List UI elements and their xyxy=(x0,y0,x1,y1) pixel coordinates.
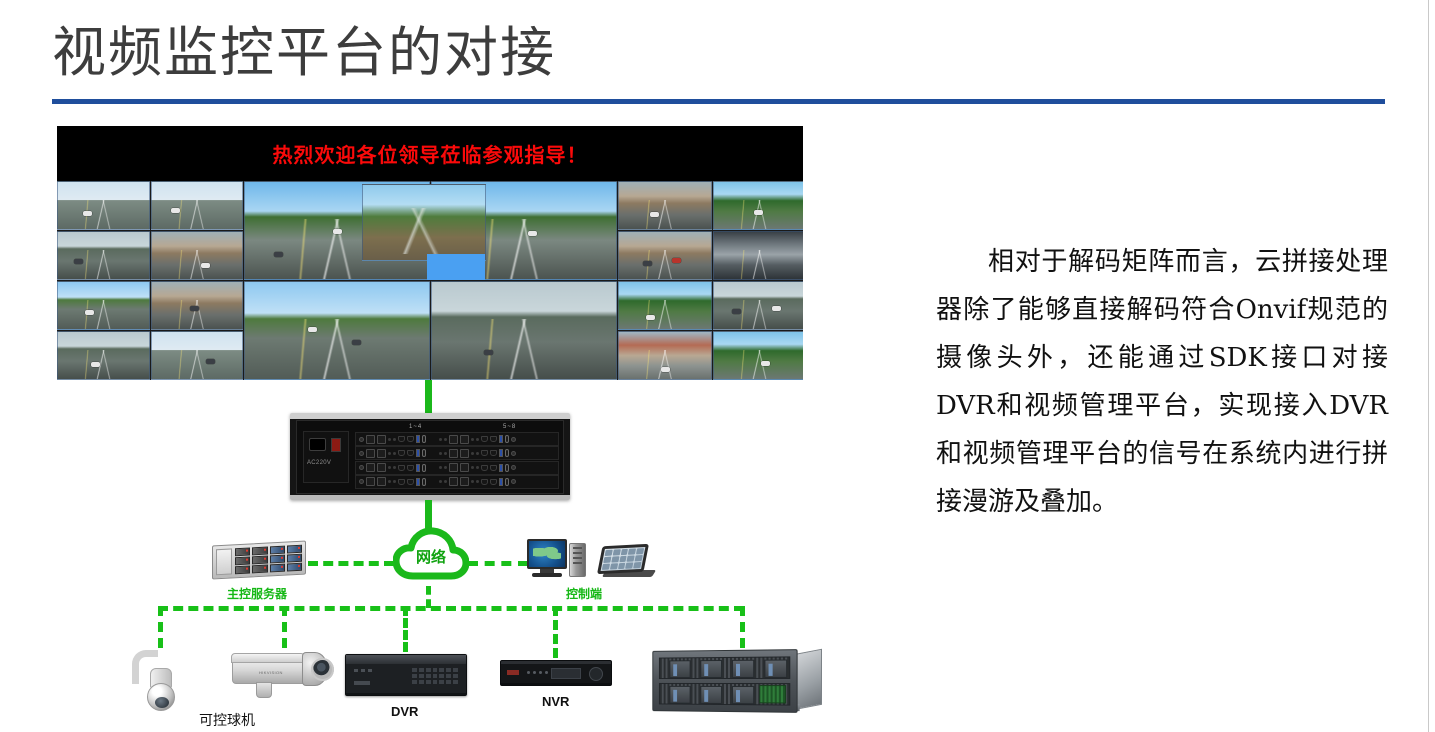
bus-drop-ptz xyxy=(158,606,163,648)
video-wall-cell xyxy=(57,181,150,230)
bullet-camera-head xyxy=(302,652,334,686)
bus-drop-rack xyxy=(740,606,745,648)
monitor-icon xyxy=(527,539,567,569)
bullet-camera-device: HIKVISION xyxy=(231,652,334,706)
rack-front-panel xyxy=(652,649,798,713)
dvr-device xyxy=(345,654,467,696)
link-cloud-to-console xyxy=(468,561,528,566)
video-wall-blue-patch xyxy=(427,254,485,280)
page-title: 视频监控平台的对接 xyxy=(52,21,556,84)
video-wall-cell xyxy=(618,331,712,380)
video-wall-column-3 xyxy=(431,181,617,380)
dvr-badge xyxy=(354,681,370,685)
monitor-stand xyxy=(540,569,554,573)
bus-drop-dvr xyxy=(403,606,408,652)
nvr-display-panel xyxy=(551,668,581,679)
video-wall-cell xyxy=(431,281,617,380)
pc-tower-icon xyxy=(569,543,586,577)
video-wall: 热烈欢迎各位领导莅临参观指导！ xyxy=(57,126,803,380)
video-management-platform-server xyxy=(650,648,822,714)
video-wall-banner-text: 热烈欢迎各位领导莅临参观指导！ xyxy=(272,143,588,167)
sun-shield xyxy=(231,653,305,663)
server-left-panel xyxy=(216,548,232,576)
video-wall-cell xyxy=(618,231,712,280)
video-wall-grid xyxy=(57,181,803,380)
link-cloud-to-bus xyxy=(426,586,431,608)
bullet-camera-body: HIKVISION xyxy=(231,653,310,684)
processor-front-panel: AC220V 1~4 5~8 xyxy=(296,420,564,494)
nvr-device xyxy=(500,660,612,686)
link-server-to-cloud xyxy=(308,561,394,566)
video-wall-cell xyxy=(150,331,243,380)
ir-lens xyxy=(311,658,334,681)
title-underline-rule xyxy=(52,99,1385,104)
video-wall-cell xyxy=(150,181,243,230)
power-inlet-icon xyxy=(309,438,326,451)
cloud-splicing-processor: AC220V 1~4 5~8 xyxy=(290,413,570,500)
network-cloud-label: 网络 xyxy=(415,548,446,566)
camera-lens xyxy=(155,697,169,708)
video-wall-cell xyxy=(712,231,803,280)
dvr-top-cover xyxy=(346,655,466,664)
nvr-logo xyxy=(507,670,519,675)
tablet-icon xyxy=(596,543,650,575)
console-desktop-pc xyxy=(527,539,589,581)
video-wall-cell xyxy=(244,281,430,380)
video-wall-cell xyxy=(618,181,712,230)
monitor-base xyxy=(532,573,562,577)
processor-card-row xyxy=(355,474,559,489)
cloud-icon xyxy=(392,527,470,580)
processor-group-right-label: 5~8 xyxy=(503,424,517,430)
processor-card-row xyxy=(355,460,559,475)
processor-card-stack xyxy=(355,432,559,489)
rack-status-led-grid xyxy=(759,685,787,704)
main-control-server-device xyxy=(212,540,306,580)
video-wall-cell xyxy=(57,281,150,330)
dvr-indicator-leds xyxy=(354,669,372,672)
bus-drop-nvr xyxy=(553,606,558,658)
dome-housing xyxy=(147,683,175,711)
label-nvr: NVR xyxy=(542,694,570,709)
ptz-dome-camera-device xyxy=(128,650,190,712)
label-ptz-camera: 可控球机 xyxy=(199,713,255,729)
device-bus-trunk xyxy=(158,606,744,611)
camera-bracket xyxy=(256,682,272,698)
network-cloud: 网络 xyxy=(392,526,470,586)
video-wall-cell xyxy=(150,281,243,330)
video-wall-cell xyxy=(150,231,243,280)
video-wall-banner: 热烈欢迎各位领导莅临参观指导！ xyxy=(57,126,803,181)
processor-group-left-label: 1~4 xyxy=(409,424,423,430)
slide-right-border xyxy=(1428,0,1429,732)
label-console: 控制端 xyxy=(566,587,603,601)
nvr-jog-dial[interactable] xyxy=(589,667,603,681)
video-wall-cell xyxy=(712,331,803,380)
processor-power-label: AC220V xyxy=(307,460,332,466)
processor-power-section: AC220V xyxy=(303,431,349,483)
label-dvr: DVR xyxy=(391,704,419,719)
video-wall-column-1 xyxy=(57,181,243,380)
video-wall-cell xyxy=(712,181,803,230)
server-drive-bays xyxy=(235,544,302,575)
body-paragraph: 相对于解码矩阵而言，云拼接处理器除了能够直接解码符合Onvif规范的摄像头外，还… xyxy=(936,247,1388,517)
dvr-vent-grid xyxy=(412,668,458,684)
video-wall-cell xyxy=(57,231,150,280)
video-wall-overlay-window xyxy=(362,184,486,261)
power-switch-icon[interactable] xyxy=(331,438,341,452)
label-main-control-server: 主控服务器 xyxy=(227,587,288,601)
rack-bay-row xyxy=(658,656,791,680)
link-processor-to-cloud xyxy=(425,500,432,530)
video-wall-cell xyxy=(712,281,803,330)
video-wall-cell xyxy=(618,281,712,330)
processor-card-row xyxy=(355,432,559,446)
processor-card-row xyxy=(355,446,559,461)
camera-brand-mark: HIKVISION xyxy=(259,670,283,675)
bus-drop-bullet xyxy=(282,606,287,648)
video-wall-column-4 xyxy=(618,181,803,380)
video-wall-cell xyxy=(57,331,150,380)
camera-mount-arm xyxy=(132,650,158,684)
link-wall-to-processor xyxy=(425,380,432,413)
console-tablet xyxy=(596,543,657,577)
